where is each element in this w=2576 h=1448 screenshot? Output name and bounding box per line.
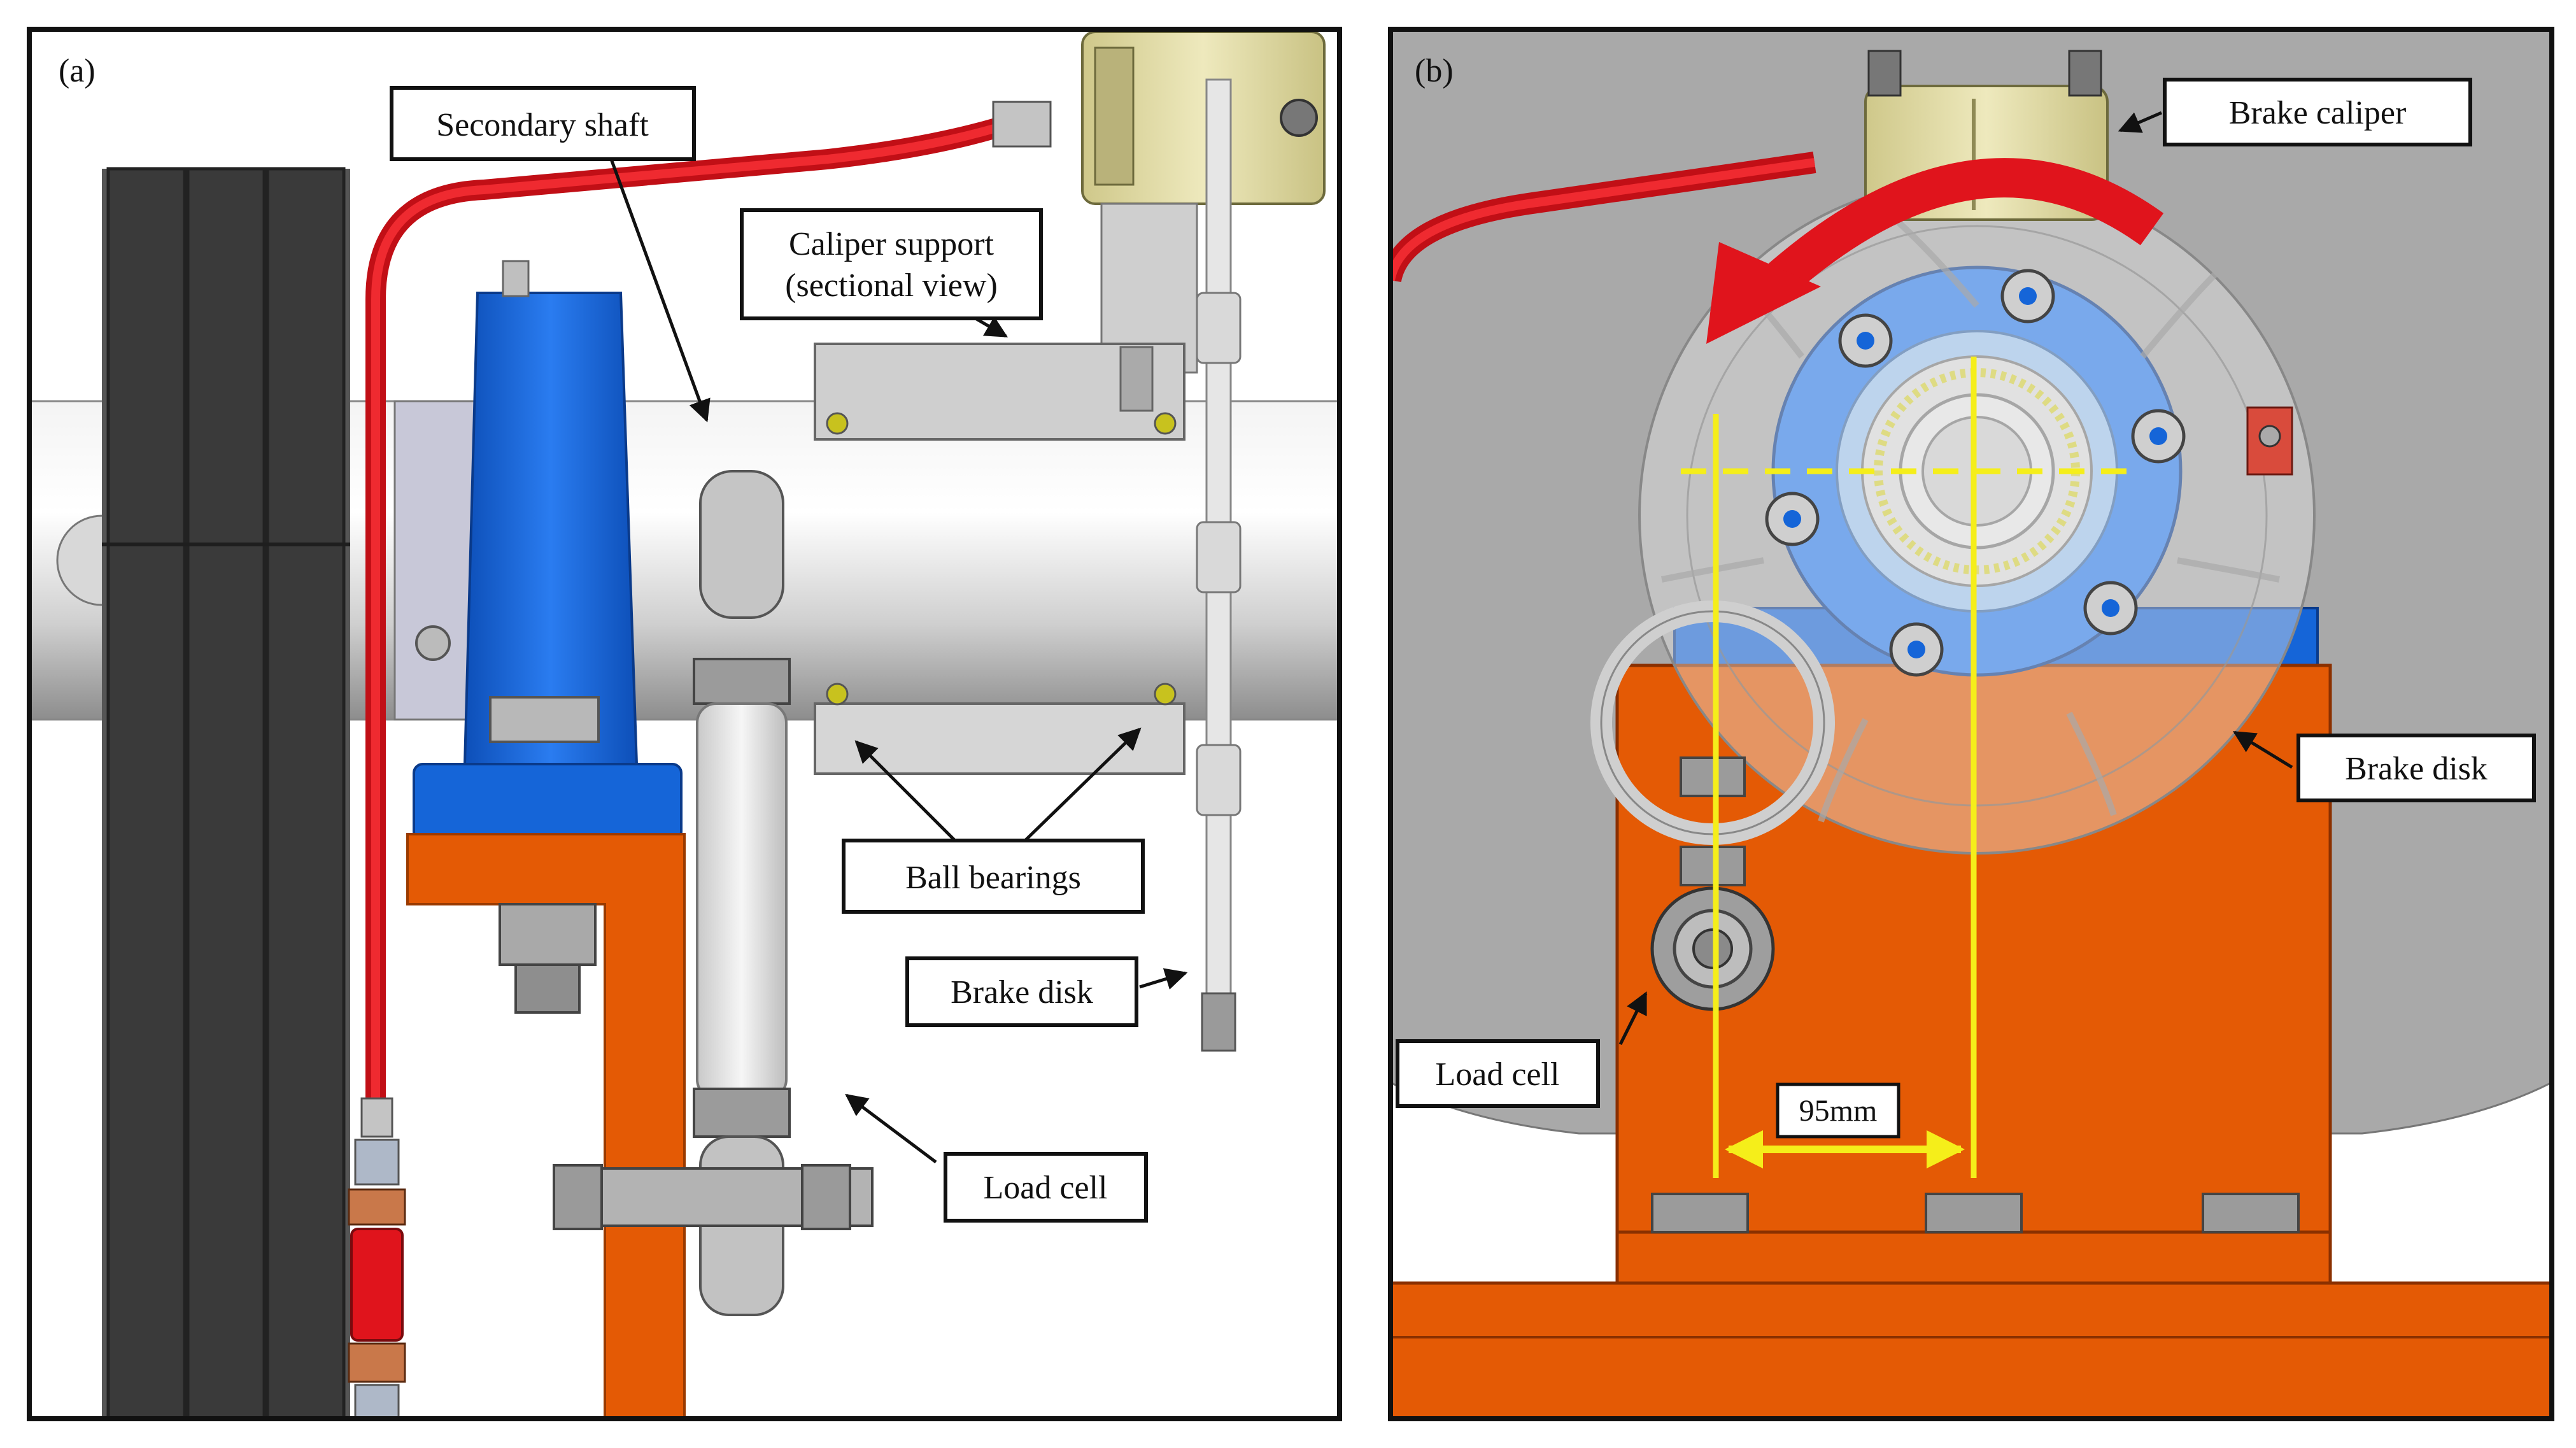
brake-disk-side (1196, 78, 1242, 1052)
hose-fittings (348, 101, 1052, 1419)
label-caliper-support: Caliper support (sectional view) (740, 208, 1043, 320)
panel-b: 95mm (b) Brake caliper Brake disk Load c… (1388, 27, 2554, 1421)
svg-text:95mm: 95mm (1799, 1094, 1878, 1128)
svg-text:(sectional view): (sectional view) (785, 267, 998, 304)
svg-text:Brake disk: Brake disk (2345, 751, 2488, 787)
svg-text:Caliper support: Caliper support (789, 226, 994, 262)
ball-bearing-markers (826, 412, 1177, 706)
dimension-lines (1681, 357, 2127, 1178)
svg-text:Brake caliper: Brake caliper (2229, 95, 2407, 131)
rotation-arrowhead (1706, 242, 1821, 344)
panel-b-tag: (b) (1415, 53, 1454, 89)
disk-mount-bolts (1765, 269, 2186, 677)
label-brake-caliper: Brake caliper (2163, 78, 2472, 146)
panel-a-border (27, 27, 1342, 1421)
bracket-nut (499, 903, 597, 1014)
dimension-label: 95mm (1776, 1082, 1900, 1139)
panel-a: (a) Secondary shaft Caliper support (sec… (27, 27, 1342, 1421)
panel-b-border (1388, 27, 2554, 1421)
pillow-block (413, 260, 683, 842)
load-cell-side (553, 470, 874, 1316)
label-brake-disk-b: Brake disk (2296, 734, 2536, 802)
label-load-cell-a: Load cell (944, 1152, 1148, 1223)
svg-text:Load cell: Load cell (1436, 1056, 1560, 1093)
svg-text:Ball bearings: Ball bearings (905, 860, 1081, 896)
svg-text:Load cell: Load cell (984, 1170, 1108, 1206)
label-ball-bearings: Ball bearings (842, 839, 1145, 914)
svg-text:Brake disk: Brake disk (951, 974, 1093, 1011)
grub-screw-icon (415, 625, 451, 661)
base-bolts (1651, 1193, 2300, 1233)
load-cell-ring (1590, 600, 1835, 1011)
label-brake-disk-a: Brake disk (905, 956, 1138, 1027)
label-secondary-shaft: Secondary shaft (390, 86, 696, 161)
belt-pulley (102, 167, 350, 1419)
rotation-arrow (1766, 158, 2164, 295)
frame-base-plate (1615, 1230, 2332, 1285)
label-load-cell-b: Load cell (1396, 1039, 1600, 1108)
svg-text:Secondary shaft: Secondary shaft (436, 107, 649, 143)
frame-beam (1391, 1281, 2552, 1419)
panel-a-tag: (a) (59, 53, 96, 89)
frame-bracket (406, 833, 686, 1419)
